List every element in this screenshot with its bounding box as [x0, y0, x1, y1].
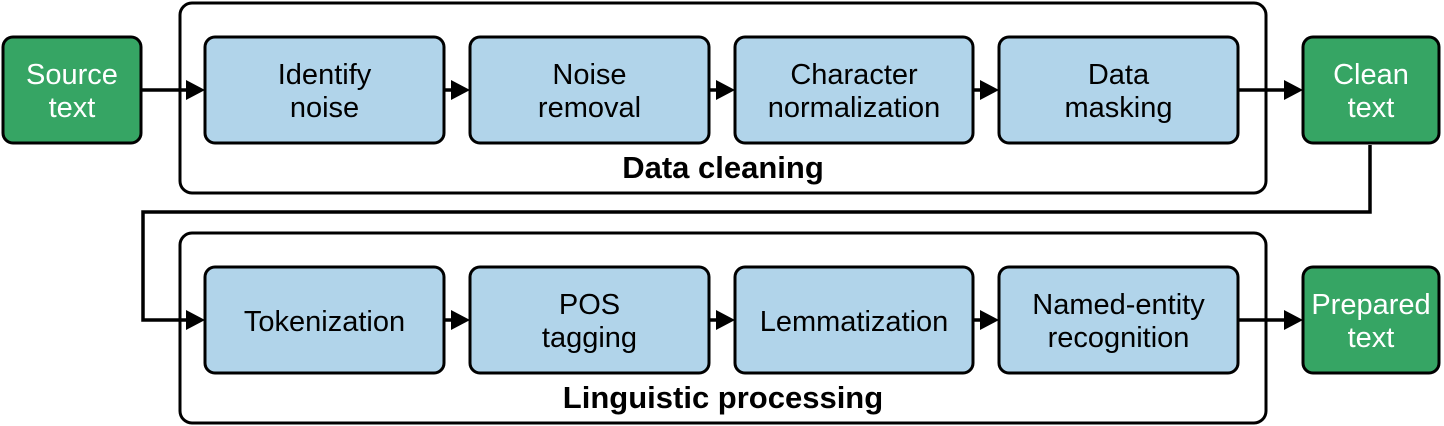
arrowhead-10 — [1284, 310, 1303, 330]
arrowhead-6 — [186, 310, 205, 330]
step-named-entity-recognition: Named-entity recognition — [997, 265, 1240, 375]
step-character-normalization: Character normalization — [733, 35, 975, 145]
step-label-line-2: masking — [1065, 92, 1173, 124]
arrowhead-7 — [451, 310, 470, 330]
step-label-line-1: Lemmatization — [760, 306, 949, 338]
step-label-line-2: removal — [538, 92, 641, 124]
clean-text-line-1: Clean — [1333, 59, 1409, 91]
step-label-line-2: tagging — [542, 322, 637, 354]
arrowhead-1 — [186, 80, 205, 100]
step-label-line-1: Identify — [278, 59, 372, 91]
arrowhead-8 — [716, 310, 735, 330]
source-text-node: Source text — [1, 35, 143, 145]
linguistic-processing-label: Linguistic processing — [563, 380, 883, 415]
arrowhead-9 — [980, 310, 999, 330]
step-noise-removal: Noise removal — [468, 35, 711, 145]
arrowheads — [186, 80, 1303, 330]
source-text-line-2: text — [49, 92, 96, 124]
linguistic-processing-group — [178, 231, 1268, 425]
step-label-line-2: normalization — [768, 92, 940, 124]
arrowhead-2 — [451, 80, 470, 100]
clean-text-node: Clean text — [1301, 35, 1441, 145]
step-pos-tagging: POS tagging — [468, 265, 711, 375]
arrowhead-5 — [1284, 80, 1303, 100]
step-label-line-1: Named-entity — [1032, 289, 1205, 321]
step-data-masking: Data masking — [997, 35, 1240, 145]
prepared-text-node: Prepared text — [1301, 265, 1441, 375]
step-label-line-1: Character — [790, 59, 918, 91]
step-lemmatization: Lemmatization — [733, 265, 975, 375]
step-label-line-1: Data — [1088, 59, 1150, 91]
step-label-line-1: Noise — [552, 59, 626, 91]
connector-clean-to-tokenization — [141, 145, 1372, 322]
step-label-line-2: noise — [290, 92, 359, 124]
step-label-line-1: Tokenization — [244, 306, 405, 338]
data-cleaning-label: Data cleaning — [622, 150, 824, 185]
step-label-line-1: POS — [559, 289, 620, 321]
step-identify-noise: Identify noise — [203, 35, 446, 145]
arrowhead-3 — [716, 80, 735, 100]
clean-text-line-2: text — [1348, 92, 1395, 124]
prepared-text-line-2: text — [1348, 322, 1395, 354]
data-cleaning-group — [178, 1, 1268, 195]
step-tokenization: Tokenization — [203, 265, 446, 375]
arrowhead-4 — [980, 80, 999, 100]
prepared-text-line-1: Prepared — [1311, 289, 1430, 321]
source-text-line-1: Source — [26, 59, 118, 91]
step-label-line-2: recognition — [1048, 322, 1190, 354]
